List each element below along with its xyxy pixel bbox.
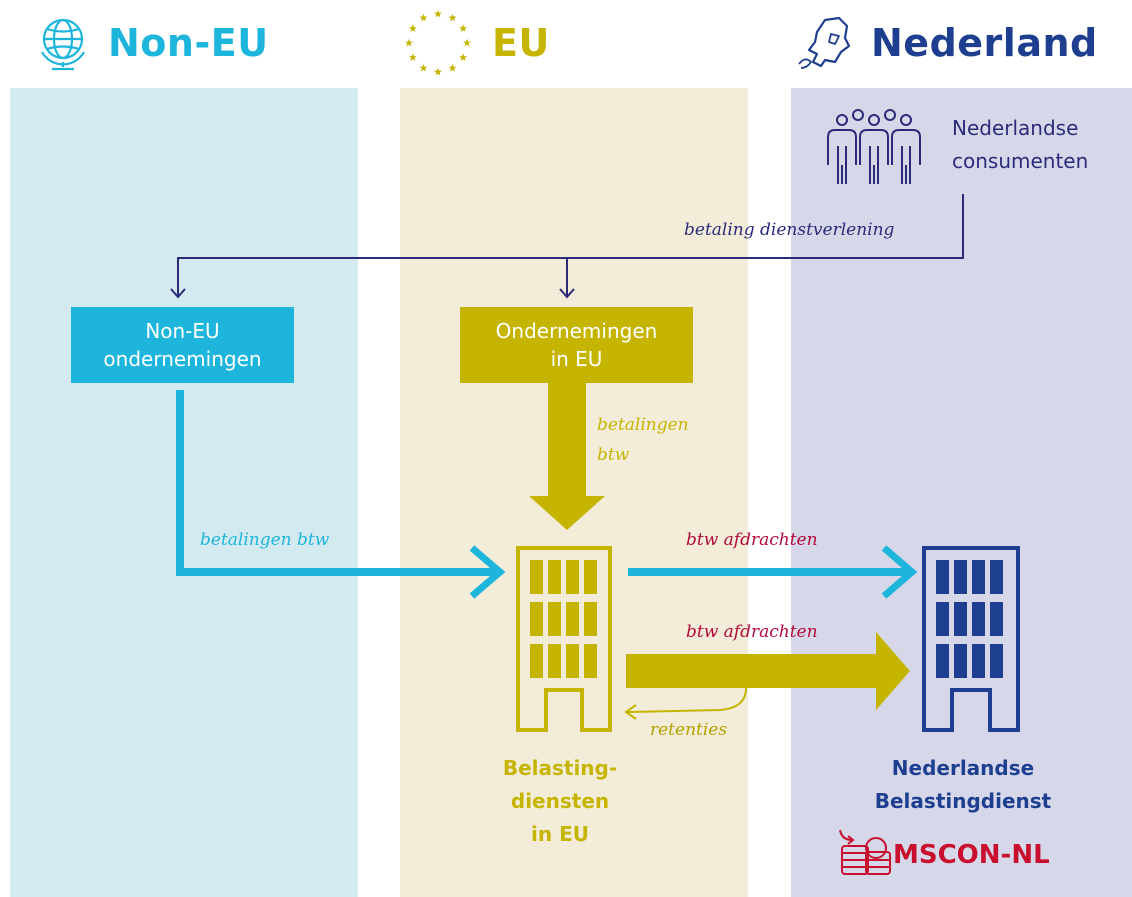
eu-tax-office-icon bbox=[516, 546, 612, 732]
header-nederland-title: Nederland bbox=[871, 21, 1098, 65]
building-window bbox=[548, 602, 561, 636]
building-window bbox=[548, 560, 561, 594]
building-window bbox=[990, 602, 1003, 636]
label-betalingen-btw-non-eu: betalingen btw bbox=[200, 530, 330, 550]
building-window bbox=[548, 644, 561, 678]
eu-star bbox=[419, 63, 428, 72]
header-eu-title: EU bbox=[492, 21, 550, 65]
brand-logo-text: MSCON-NL bbox=[893, 840, 1050, 870]
eu-stars-icon bbox=[405, 9, 471, 76]
eu-ondernemingen-box: Ondernemingen in EU bbox=[460, 307, 693, 383]
label-btw-afdrachten-2: btw afdrachten bbox=[686, 622, 818, 642]
building-window bbox=[530, 644, 543, 678]
eu-tax-offices-label: Belasting- diensten in EU bbox=[502, 756, 618, 846]
btw-afdrachten-arrow-1 bbox=[628, 545, 918, 599]
nl-tax-office-icon bbox=[922, 546, 1020, 732]
non-eu-ondernemingen-box: Non-EU ondernemingen bbox=[71, 307, 294, 383]
building-window bbox=[584, 602, 597, 636]
building-window bbox=[936, 602, 949, 636]
eu-star bbox=[408, 24, 417, 32]
retenties-arrow bbox=[624, 687, 747, 720]
building-window bbox=[936, 644, 949, 678]
building-window bbox=[584, 644, 597, 678]
building-window bbox=[972, 644, 985, 678]
building-window bbox=[584, 560, 597, 594]
eu-star bbox=[408, 53, 417, 61]
building-window bbox=[990, 644, 1003, 678]
coins-icon bbox=[839, 829, 891, 875]
header-non-eu-title: Non-EU bbox=[108, 21, 269, 65]
building-window bbox=[954, 644, 967, 678]
building-window bbox=[566, 602, 579, 636]
eu-star bbox=[434, 9, 442, 18]
eu-star bbox=[448, 13, 457, 22]
building-window bbox=[530, 560, 543, 594]
non-eu-btw-arrow bbox=[176, 390, 506, 599]
building-window bbox=[972, 602, 985, 636]
consumers-icon bbox=[827, 109, 921, 184]
eu-star bbox=[459, 53, 468, 61]
eu-btw-down-arrow bbox=[529, 383, 605, 530]
building-window bbox=[954, 560, 967, 594]
label-btw-afdrachten-1: btw afdrachten bbox=[686, 530, 818, 550]
building-window bbox=[566, 560, 579, 594]
building-window bbox=[972, 560, 985, 594]
nl-tax-office-label: Nederlandse Belastingdienst bbox=[874, 756, 1052, 813]
eu-star bbox=[434, 67, 442, 76]
netherlands-map-icon bbox=[798, 16, 851, 69]
label-betaling-dienstverlening: betaling dienstverlening bbox=[684, 220, 895, 240]
globe-icon bbox=[41, 18, 85, 71]
building-window bbox=[530, 602, 543, 636]
btw-afdrachten-arrow-2 bbox=[626, 632, 910, 710]
betaling-dienstverlening-arrow bbox=[170, 194, 964, 299]
eu-star bbox=[419, 13, 428, 22]
label-retenties: retenties bbox=[650, 720, 728, 740]
eu-star bbox=[463, 38, 471, 47]
building-window bbox=[936, 560, 949, 594]
eu-star bbox=[448, 63, 457, 72]
eu-star bbox=[459, 24, 468, 32]
building-window bbox=[566, 644, 579, 678]
label-betalingen-btw-eu: betalingen btw bbox=[597, 415, 689, 465]
building-window bbox=[990, 560, 1003, 594]
eu-star bbox=[405, 38, 413, 47]
header-eu: EU bbox=[398, 8, 550, 78]
header-non-eu: Non-EU bbox=[32, 8, 269, 78]
building-window bbox=[954, 602, 967, 636]
consumers-label: Nederlandse consumenten bbox=[952, 116, 1089, 173]
nederland-column bbox=[791, 88, 1132, 897]
header-nederland: Nederland bbox=[795, 8, 1098, 78]
